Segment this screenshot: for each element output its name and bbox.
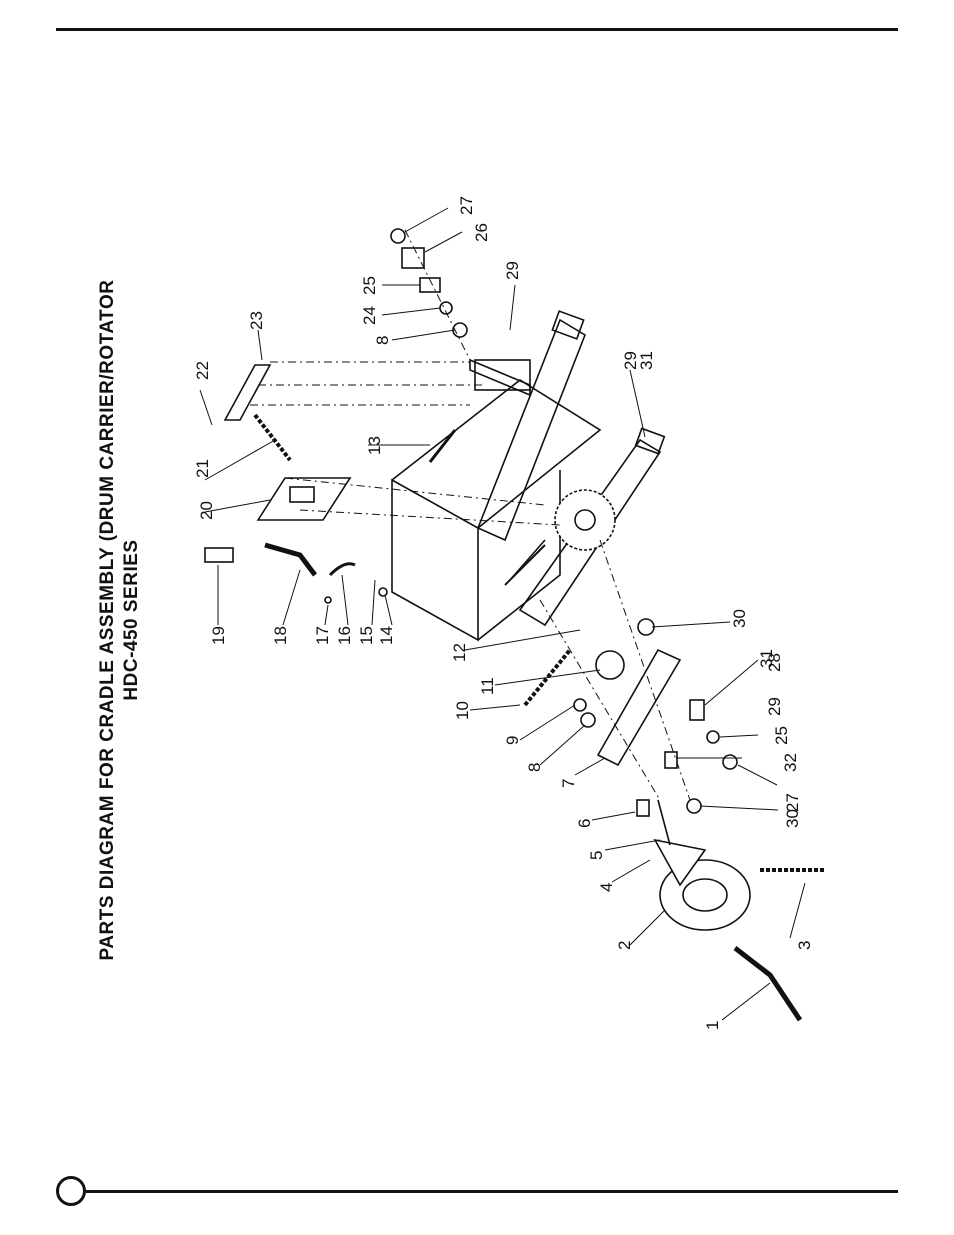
bottom-rule <box>86 1190 898 1193</box>
part-19 <box>204 547 234 563</box>
callout-4: 4 <box>597 883 616 892</box>
callout-24: 24 <box>360 306 379 325</box>
callout-6: 6 <box>575 819 594 828</box>
callout-11: 11 <box>478 677 497 695</box>
callout-26: 26 <box>472 223 491 242</box>
callout-labels: 1 2 3 4 5 6 7 8 9 10 11 12 14 15 16 17 1… <box>193 196 814 1030</box>
block-26 <box>401 247 425 269</box>
callout-27-lower: 27 <box>783 793 802 812</box>
page-number-circle <box>56 1176 86 1206</box>
callout-29-right: 29 <box>621 351 640 370</box>
callout-5: 5 <box>587 851 606 860</box>
callout-12: 12 <box>450 643 469 662</box>
callout-21: 21 <box>193 459 212 478</box>
callout-8-upper: 8 <box>373 336 392 345</box>
callout-15: 15 <box>357 626 376 645</box>
upright-bracket <box>474 359 531 391</box>
callout-29-lower: 29 <box>765 697 784 716</box>
nut-27-top <box>390 228 406 244</box>
callout-22: 22 <box>193 361 212 380</box>
callout-18: 18 <box>271 626 290 645</box>
frame-arm-left <box>476 318 586 542</box>
callout-16: 16 <box>335 626 354 645</box>
washer-8-bottom <box>580 712 596 728</box>
callout-31-lower: 31 <box>757 649 776 668</box>
frame-drawing <box>204 228 825 1022</box>
rod-12 <box>504 544 546 586</box>
callout-8-lower: 8 <box>525 763 544 772</box>
callout-19: 19 <box>209 626 228 645</box>
plate-20 <box>256 477 352 521</box>
upright-block <box>469 358 531 397</box>
callout-3: 3 <box>795 941 814 950</box>
shaft-5 <box>657 799 671 846</box>
frame-front-tube <box>391 478 479 642</box>
callout-29-upper: 29 <box>503 261 522 280</box>
callout-17: 17 <box>313 626 332 645</box>
callout-30-upper: 30 <box>730 609 749 628</box>
large-gear-hub <box>574 509 596 531</box>
plate-23 <box>223 364 272 421</box>
callout-2: 2 <box>615 941 634 950</box>
crank-handle <box>733 946 803 1022</box>
cone-4 <box>653 838 707 887</box>
spacer-6 <box>636 799 650 817</box>
nut-32 <box>722 754 738 770</box>
callout-30-lower: 30 <box>783 809 802 828</box>
spacer-25-bottom <box>664 751 678 769</box>
sleeve-28 <box>689 699 705 721</box>
washer-29 <box>706 730 720 744</box>
callout-13: 13 <box>365 436 384 455</box>
callout-25-lower: 25 <box>772 726 791 745</box>
leader-lines <box>199 207 806 1021</box>
washer-30 <box>637 618 655 636</box>
callout-7: 7 <box>559 779 578 788</box>
large-gear <box>554 489 616 551</box>
frame-tube-end-2 <box>634 427 666 455</box>
callout-27-upper: 27 <box>457 196 476 215</box>
callout-28: 28 <box>765 653 784 672</box>
winch-hub <box>682 878 728 912</box>
frame-top-rail <box>391 379 602 529</box>
frame-tube-end-1 <box>551 310 585 340</box>
callout-1: 1 <box>703 1021 722 1030</box>
callout-25-upper: 25 <box>360 276 379 295</box>
plate-slot <box>289 486 315 503</box>
part-16 <box>328 562 356 577</box>
callout-9: 9 <box>503 736 522 745</box>
part-14 <box>378 587 388 597</box>
callout-32: 32 <box>781 753 800 772</box>
callout-20: 20 <box>197 501 216 520</box>
part-18 <box>264 542 317 577</box>
callout-31-right: 31 <box>637 351 656 370</box>
gear-9 <box>573 698 587 712</box>
sprocket-11 <box>595 650 625 680</box>
rod-13 <box>428 429 457 463</box>
callout-23: 23 <box>247 311 266 330</box>
side-bar-7 <box>596 648 682 767</box>
top-rule <box>56 28 898 31</box>
part-17 <box>324 596 332 604</box>
callout-10: 10 <box>453 701 472 720</box>
callout-14: 14 <box>377 626 396 645</box>
chain-21 <box>253 413 292 462</box>
nut-27-bottom <box>686 798 702 814</box>
